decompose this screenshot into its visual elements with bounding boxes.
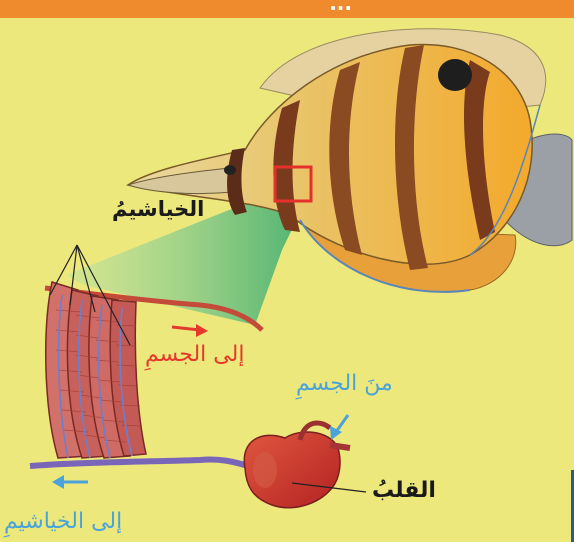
label-heart: القلبُ (372, 478, 436, 503)
flow-arrow-icon-from-body (330, 415, 348, 440)
label-to-body: إلى الجسمِ (145, 342, 244, 367)
flow-arrow-icon (172, 324, 208, 337)
gills-illustration (46, 282, 146, 458)
label-gills: الخياشيمُ (112, 197, 204, 221)
label-to-gills: إلى الخياشيمِ (4, 509, 122, 534)
label-from-body: منَ الجسمِ (296, 371, 393, 396)
vein-to-gills (30, 459, 248, 466)
fish-eyespot (438, 59, 472, 91)
flow-arrow-icon-to-gills (52, 475, 88, 489)
